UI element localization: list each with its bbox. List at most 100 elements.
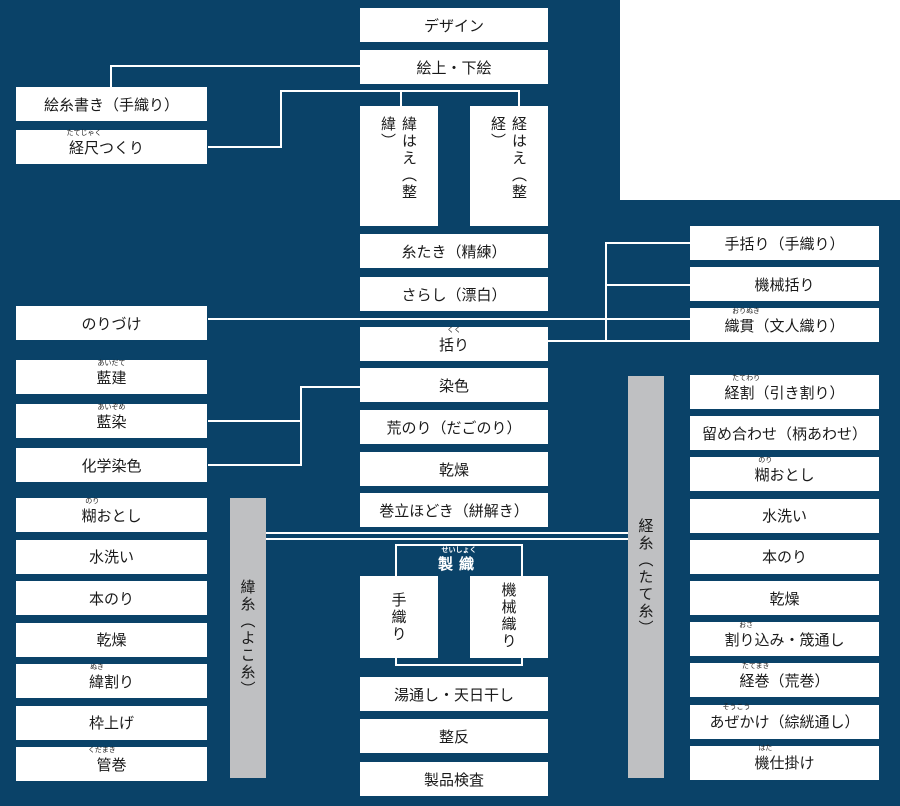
- furigana: たてわり: [732, 373, 761, 382]
- step-makitate: 巻立ほどき（絣解き）: [360, 493, 548, 527]
- step-kagaku: 化学染色: [16, 448, 207, 482]
- step-seishoku: せいしょく製織: [438, 546, 481, 574]
- weft-step-item-label: 管巻: [96, 755, 127, 774]
- kukuri-step-item: 手括り（手織り）: [690, 226, 879, 260]
- step-eito-gaki-label: 絵糸書き（手織り）: [43, 95, 179, 114]
- weft-step-item: 枠上げ: [16, 705, 207, 740]
- step-senshoku-label: 染色: [438, 376, 469, 395]
- connector-line: [280, 90, 460, 92]
- warp-step-item: はた機仕掛け: [690, 744, 879, 780]
- warp-step-item: おさ割り込み・筬通し: [690, 620, 879, 657]
- step-eue-shitae-label: 絵上・下絵: [416, 58, 492, 77]
- step-seishoku-ruby-wrap: せいしょく製織: [438, 546, 481, 574]
- step-aizome-ruby-wrap: あいぞめ藍染: [96, 403, 127, 432]
- warp-step-item: たてわり経割（引き割り）: [690, 374, 879, 409]
- step-tate-hae-label: 経はえ（整経）: [489, 116, 528, 201]
- step-aizome-label: 藍染: [96, 412, 127, 431]
- connector-line: [400, 90, 520, 92]
- step-tatejaku: たてじゃく経尺つくり: [16, 129, 207, 164]
- warp-step-item-label: 経割（引き割り）: [724, 383, 845, 402]
- weft-step-item-ruby-wrap: 水洗い: [89, 546, 134, 567]
- step-kansou: 乾燥: [360, 452, 548, 486]
- warp-step-item-label: 水洗い: [761, 507, 807, 526]
- warp-step-item: 本のり: [690, 539, 879, 574]
- weft-step-item-ruby-wrap: くだまき管巻: [88, 746, 127, 775]
- warp-step-item: そうこうあぜかけ（綜絖通し）: [690, 703, 879, 739]
- furigana: はた: [758, 744, 773, 753]
- connector-line: [605, 284, 690, 286]
- furigana: おりぬき: [732, 306, 761, 315]
- furigana: たてじゃく: [66, 128, 102, 137]
- weft-step-item: 水洗い: [16, 539, 207, 574]
- furigana: のり: [758, 455, 773, 464]
- step-aidate-label: 藍建: [96, 368, 127, 387]
- step-design-label: デザイン: [423, 16, 484, 35]
- warp-step-item-label: 経巻（荒巻）: [739, 671, 830, 690]
- step-teori: 手織り: [360, 576, 438, 658]
- step-kensa-label: 製品検査: [423, 770, 484, 789]
- weft-step-item-label: 本のり: [88, 589, 134, 608]
- weft-step-item-label: 乾燥: [96, 631, 127, 649]
- weft-step-item-ruby-wrap: のり糊おとし: [81, 497, 141, 526]
- step-aizome: あいぞめ藍染: [16, 403, 207, 438]
- warp-step-item-ruby-wrap: たてわり経割（引き割り）: [724, 374, 845, 403]
- furigana: おさ: [739, 620, 754, 629]
- kukuri-step-item-label: 手括り（手織り）: [724, 234, 845, 253]
- connector-line: [208, 318, 690, 320]
- furigana: たてまき: [741, 661, 770, 670]
- furigana: せいしょく: [441, 546, 477, 554]
- step-teori-label: 手織り: [389, 592, 408, 643]
- connector-line: [208, 420, 302, 422]
- warp-step-item: 乾燥: [690, 581, 879, 615]
- connector-line: [605, 242, 690, 244]
- warp-step-item-ruby-wrap: そうこうあぜかけ（綜絖通し）: [709, 703, 859, 732]
- step-design: デザイン: [360, 8, 548, 42]
- warp-step-item-label: 機仕掛け: [754, 754, 815, 773]
- step-seishoku-label: 製織: [438, 555, 481, 573]
- weft-step-item-label: 緯割り: [88, 672, 134, 691]
- weft-step-item-label: 枠上げ: [88, 714, 134, 732]
- warp-step-item: たてまき経巻（荒巻）: [690, 661, 879, 698]
- step-tatejaku-ruby-wrap: たてじゃく経尺つくり: [66, 129, 144, 158]
- kukuri-step-item: 機械括り: [690, 267, 879, 301]
- step-makitate-label: 巻立ほどき（絣解き）: [379, 501, 529, 520]
- furigana: あいぞめ: [97, 402, 126, 411]
- step-kagaku-label: 化学染色: [81, 456, 142, 475]
- furigana: そうこう: [722, 703, 751, 712]
- step-itotaki-label: 糸たき（精練）: [401, 242, 507, 261]
- kukuri-step-item-ruby-wrap: 手括り（手織り）: [724, 233, 844, 254]
- connector-line: [280, 90, 282, 148]
- warp-step-item: のり糊おとし: [690, 455, 879, 492]
- warp-thread-label: 経糸（たて糸）: [636, 517, 655, 637]
- step-eue-shitae: 絵上・下絵: [360, 50, 548, 84]
- connector-line: [266, 538, 628, 540]
- step-kensa: 製品検査: [360, 762, 548, 796]
- weft-step-item: 乾燥: [16, 622, 207, 657]
- warp-step-item-ruby-wrap: 本のり: [762, 546, 807, 567]
- furigana: くだまき: [87, 745, 116, 754]
- step-senshoku: 染色: [360, 368, 548, 402]
- step-sarashi: さらし（漂白）: [360, 277, 548, 311]
- warp-step-item-label: 乾燥: [769, 589, 800, 608]
- step-kukuri: くく括り: [360, 326, 548, 361]
- kukuri-step-item: おりぬき織貫（文人織り）: [690, 306, 879, 342]
- warp-step-item-ruby-wrap: はた機仕掛け: [754, 744, 815, 773]
- step-itotaki: 糸たき（精練）: [360, 234, 548, 268]
- warp-thread-bar: 経糸（たて糸）: [628, 376, 664, 778]
- kukuri-step-item-ruby-wrap: 機械括り: [754, 274, 814, 295]
- connector-line: [110, 65, 112, 87]
- step-yudoshi: 湯通し・天日干し: [360, 677, 548, 711]
- step-nuki-hae-label: 緯はえ（整緯）: [379, 116, 418, 201]
- step-nuki-hae: 緯はえ（整緯）: [360, 106, 438, 226]
- furigana: のり: [85, 496, 100, 505]
- warp-step-item-ruby-wrap: 水洗い: [762, 505, 807, 526]
- connector-line: [395, 544, 523, 546]
- warp-step-item-label: 割り込み・筬通し: [724, 630, 845, 649]
- step-aidate-ruby-wrap: あいだて藍建: [96, 359, 127, 388]
- weft-step-item-ruby-wrap: ぬき緯割り: [88, 663, 134, 692]
- step-aranori-label: 荒のり（だごのり）: [386, 418, 522, 437]
- step-tatejaku-label: 経尺つくり: [68, 138, 144, 157]
- connector-line: [400, 90, 402, 106]
- weft-step-item: 本のり: [16, 581, 207, 615]
